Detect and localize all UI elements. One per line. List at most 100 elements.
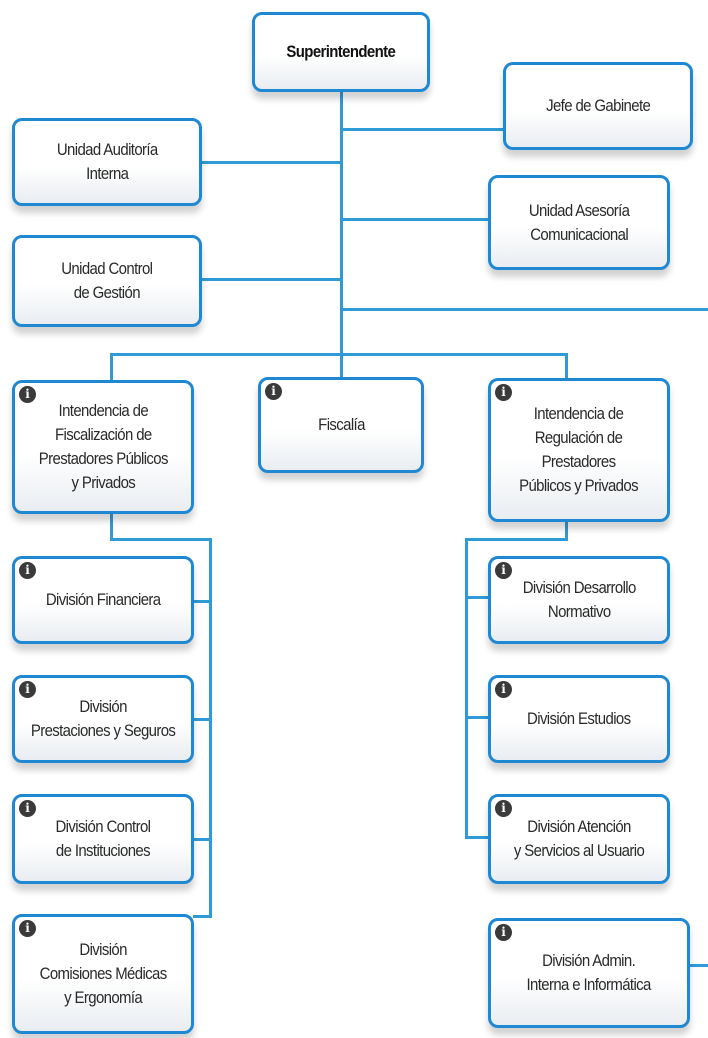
connector-div-control-inst xyxy=(193,838,212,841)
node-label-line: Unidad Control xyxy=(61,259,153,278)
node-label-line: Fiscalía xyxy=(317,415,365,434)
connector-div-admin xyxy=(688,964,708,967)
node-label-line: y Privados xyxy=(71,473,135,492)
node-label: Intendencia de Fiscalización de Prestadore… xyxy=(38,399,168,495)
node-fiscalia[interactable]: i Fiscalía xyxy=(258,377,424,473)
info-icon[interactable]: i xyxy=(19,386,36,403)
node-label-line: División Financiera xyxy=(45,590,161,609)
connector-div-prestaciones xyxy=(193,718,212,721)
node-label-line: Interna xyxy=(85,164,129,183)
node-label: Superintendente xyxy=(287,40,396,64)
node-superintendente[interactable]: Superintendente xyxy=(252,12,430,92)
node-label-line: Regulación de xyxy=(535,428,623,447)
node-label-line: Superintendente xyxy=(286,42,396,61)
node-label-line: de Instituciones xyxy=(55,841,151,860)
connector-control-gestion xyxy=(200,278,343,281)
node-label: División Atención y Servicios al Usuario xyxy=(513,815,645,863)
node-label-line: División Estudios xyxy=(527,709,631,728)
node-label-line: Intendencia de xyxy=(534,404,624,423)
node-label: Unidad Control de Gestión xyxy=(61,257,153,305)
node-label-line: Públicos y Privados xyxy=(519,476,639,495)
connector-div-estudios xyxy=(465,716,490,719)
connector-asesoria xyxy=(340,218,490,221)
node-label-line: y Servicios al Usuario xyxy=(513,841,645,860)
info-icon[interactable]: i xyxy=(495,800,512,817)
info-icon[interactable]: i xyxy=(495,681,512,698)
node-label: División Admin. Interna e Informática xyxy=(526,949,652,997)
node-label-line: Interna e Informática xyxy=(526,975,652,994)
node-label-line: División Admin. xyxy=(542,951,636,970)
connector-intendencias-horizontal xyxy=(110,353,568,356)
node-label-line: Jefe de Gabinete xyxy=(545,96,651,115)
node-label-line: Intendencia de xyxy=(58,401,148,420)
connector-div-financiera xyxy=(193,600,212,603)
node-division-atencion[interactable]: i División Atención y Servicios al Usuari… xyxy=(488,794,670,884)
node-label-line: División Desarrollo xyxy=(522,578,636,597)
node-label-line: División xyxy=(79,940,127,959)
node-label: Fiscalía xyxy=(318,413,365,437)
node-label-line: Normativo xyxy=(547,602,611,621)
node-jefe-gabinete[interactable]: Jefe de Gabinete xyxy=(503,62,693,150)
node-label-line: Unidad Auditoría xyxy=(56,140,158,159)
node-label-line: y Ergonomía xyxy=(63,988,143,1007)
connector-left-vertical xyxy=(209,538,212,918)
info-icon[interactable]: i xyxy=(19,562,36,579)
info-icon[interactable]: i xyxy=(19,800,36,817)
node-label: División Control de Instituciones xyxy=(55,815,152,863)
node-division-estudios[interactable]: i División Estudios xyxy=(488,675,670,763)
connector-jefe-gabinete xyxy=(340,128,505,131)
node-division-financiera[interactable]: i División Financiera xyxy=(12,556,194,644)
connector-left-drop xyxy=(110,512,113,540)
node-intendencia-fiscalizacion[interactable]: i Intendencia de Fiscalización de Prestado… xyxy=(12,380,194,514)
info-icon[interactable]: i xyxy=(495,924,512,941)
info-icon[interactable]: i xyxy=(495,562,512,579)
node-label-line: Comunicacional xyxy=(530,224,628,244)
node-label-line: Prestadores Públicos xyxy=(38,449,168,468)
node-label-line: División Control xyxy=(55,817,152,836)
node-division-admin[interactable]: i División Admin. Interna e Informática xyxy=(488,918,690,1028)
info-icon[interactable]: i xyxy=(265,383,282,400)
node-unidad-control-gestion[interactable]: Unidad Control de Gestión xyxy=(12,235,202,327)
node-label-line: Prestaciones y Seguros xyxy=(30,721,176,740)
info-icon[interactable]: i xyxy=(19,920,36,937)
node-label-line: División Atención xyxy=(527,817,631,836)
info-icon[interactable]: i xyxy=(495,384,512,401)
connector-right-top xyxy=(465,538,568,541)
connector-auditoria xyxy=(200,161,343,164)
info-icon[interactable]: i xyxy=(19,681,36,698)
node-label-line: Comisiones Médicas xyxy=(39,964,168,983)
node-label: Jefe de Gabinete xyxy=(545,94,651,118)
connector-right-drop xyxy=(565,520,568,540)
node-label-line: División xyxy=(79,697,127,716)
node-label: División Financiera xyxy=(46,588,161,612)
node-division-control-instituciones[interactable]: i División Control de Instituciones xyxy=(12,794,194,884)
connector-div-comisiones xyxy=(193,915,212,918)
connector-fiscalia xyxy=(340,353,343,380)
connector-main-vertical xyxy=(340,90,343,356)
connector-right-branch xyxy=(340,308,708,311)
node-label-line: de Gestión xyxy=(73,283,141,302)
node-label-line: Unidad Asesoría xyxy=(528,200,630,220)
connector-right-vertical xyxy=(465,538,468,838)
node-label: División Estudios xyxy=(527,707,631,731)
connector-div-desarrollo xyxy=(465,596,490,599)
connector-int-regulacion xyxy=(565,353,568,381)
connector-int-fiscalizacion xyxy=(110,353,113,383)
connector-left-top xyxy=(110,538,212,541)
node-label-line: Fiscalización de xyxy=(54,425,152,444)
node-label-line: Prestadores xyxy=(542,452,617,471)
connector-div-atencion xyxy=(465,836,490,839)
node-intendencia-regulacion[interactable]: i Intendencia de Regulación de Prestadores… xyxy=(488,378,670,522)
